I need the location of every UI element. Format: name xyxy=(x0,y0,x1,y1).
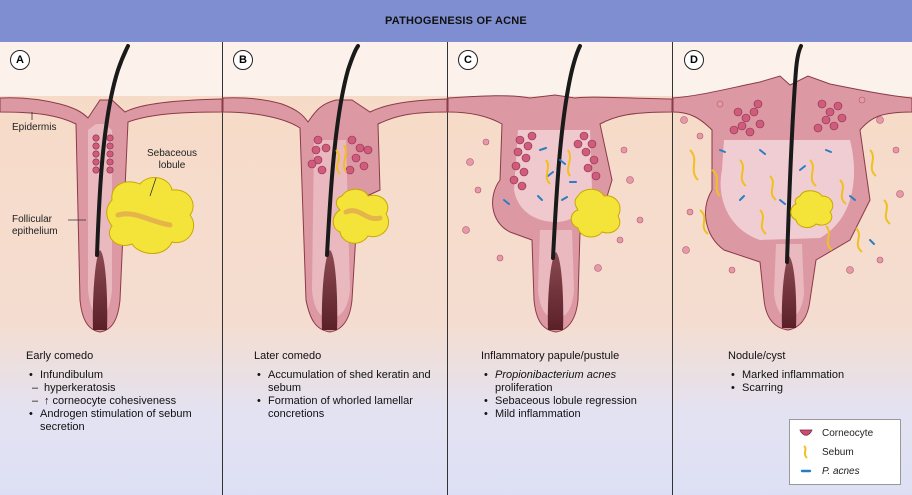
panel-a-item: ↑ corneocyte cohesiveness xyxy=(26,395,216,408)
panel-d-item: Marked inflammation xyxy=(728,369,888,382)
panel-d-heading: Nodule/cyst xyxy=(728,350,786,362)
panel-b-description: Later comedo Accumulation of shed kerati… xyxy=(254,350,440,421)
sebaceous-lobule-a xyxy=(106,176,195,254)
panel-c-item: Propionibacterium acnes proliferation xyxy=(481,369,665,395)
panel-a-item: hyperkeratosis xyxy=(26,382,216,395)
panel-d-item: Scarring xyxy=(728,382,888,395)
panel-a-badge: A xyxy=(10,50,30,70)
panel-b-heading: Later comedo xyxy=(254,350,322,362)
panel-a-item: Androgen stimulation of sebum secretion xyxy=(26,408,216,434)
panel-a-heading: Early comedo xyxy=(26,350,94,362)
panel-c-item: Mild inflammation xyxy=(481,408,665,421)
panel-a-description: Early comedo Infundibulum hyperkeratosis… xyxy=(26,350,216,434)
panel-c-badge: C xyxy=(458,50,478,70)
p-acnes-icon xyxy=(798,464,814,478)
panel-b-badge: B xyxy=(233,50,253,70)
panel-d-badge: D xyxy=(684,50,704,70)
sebaceous-lobule-c xyxy=(570,188,621,238)
panel-b-follicle xyxy=(222,44,448,333)
legend-row-p-acnes: P. acnes xyxy=(798,464,860,478)
sebaceous-lobule-leader xyxy=(149,177,157,197)
panel-d-follicle xyxy=(672,44,912,331)
legend: Corneocyte Sebum P. acnes xyxy=(789,419,901,485)
legend-row-corneocyte: Corneocyte xyxy=(798,426,873,440)
sebaceous-lobule-label: Sebaceous lobule xyxy=(146,148,198,171)
title-bar: PATHOGENESIS OF ACNE xyxy=(0,0,912,42)
panel-c-description: Inflammatory papule/pustule Propionibact… xyxy=(481,350,665,421)
figure-title: PATHOGENESIS OF ACNE xyxy=(385,15,527,27)
corneocyte-icon xyxy=(798,426,814,440)
follicular-epithelium-label: Follicular epithelium xyxy=(12,214,58,237)
panel-c-heading: Inflammatory papule/pustule xyxy=(481,350,620,362)
panel-b-item: Formation of whorled lamellar concretion… xyxy=(254,395,440,421)
panel-c-item: Sebaceous lobule regression xyxy=(481,395,665,408)
sebum-icon xyxy=(798,445,814,459)
panel-b-item: Accumulation of shed keratin and sebum xyxy=(254,369,440,395)
panel-d-description: Nodule/cyst Marked inflammation Scarring xyxy=(728,350,888,395)
sebaceous-lobule-d xyxy=(790,190,834,228)
panel-a-follicle xyxy=(0,44,223,333)
sebaceous-lobule-b xyxy=(332,188,390,244)
panel-a-item: Infundibulum xyxy=(26,369,216,382)
legend-row-sebum: Sebum xyxy=(798,445,854,459)
panel-c-follicle xyxy=(447,44,673,333)
epidermis-label: Epidermis xyxy=(12,122,57,133)
